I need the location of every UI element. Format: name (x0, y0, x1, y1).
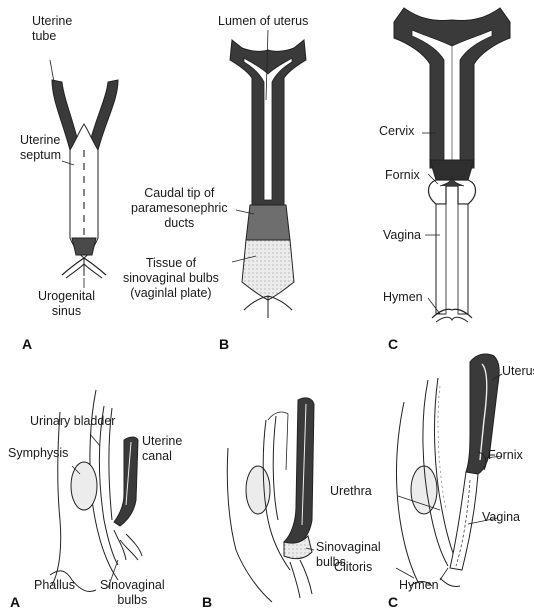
bottom-c-sagittal-drawing (396, 354, 502, 587)
top-c-cervix-vagina-drawing (394, 8, 510, 322)
panel-letter-bottom-c: C (388, 594, 398, 610)
label-fornix-bottom: Fornix (488, 448, 523, 463)
panel-letter-bottom-a: A (10, 594, 20, 610)
label-symphysis: Symphysis (8, 446, 68, 461)
panel-letter-bottom-b: B (202, 594, 212, 610)
label-sinovaginal-bulbs-a: Sinovaginal bulbs (100, 578, 165, 608)
label-vagina-bottom: Vagina (482, 510, 520, 525)
label-clitoris: Clitoris (334, 560, 372, 575)
label-hymen: Hymen (383, 290, 423, 305)
top-b-uterus-drawing (230, 30, 306, 318)
panel-letter-top-a: A (22, 336, 32, 352)
panel-letter-top-b: B (219, 336, 229, 352)
label-urogenital-sinus: Urogenital sinus (38, 289, 95, 319)
label-hymen-bottom: Hymen (399, 578, 439, 593)
label-uterine-septum: Uterine septum (20, 133, 61, 163)
label-urinary-bladder: Urinary bladder (30, 414, 115, 429)
label-lumen-of-uterus: Lumen of uterus (218, 14, 308, 29)
label-cervix: Cervix (379, 124, 414, 139)
label-uterine-canal: Uterine canal (142, 434, 182, 464)
label-phallus: Phallus (34, 578, 75, 593)
label-uterus: Uterus (502, 364, 534, 379)
label-urethra: Urethra (330, 484, 372, 499)
label-caudal-tip: Caudal tip of paramesonephric ducts (131, 186, 228, 231)
bottom-b-sagittal-drawing (227, 398, 314, 602)
label-fornix: Fornix (385, 168, 420, 183)
label-tissue-sinovaginal: Tissue of sinovaginal bulbs (vaginlal pl… (123, 256, 219, 301)
top-a-ducts-drawing (50, 60, 118, 288)
label-uterine-tube: Uterine tube (32, 14, 72, 44)
label-vagina: Vagina (383, 228, 421, 243)
panel-letter-top-c: C (388, 336, 398, 352)
